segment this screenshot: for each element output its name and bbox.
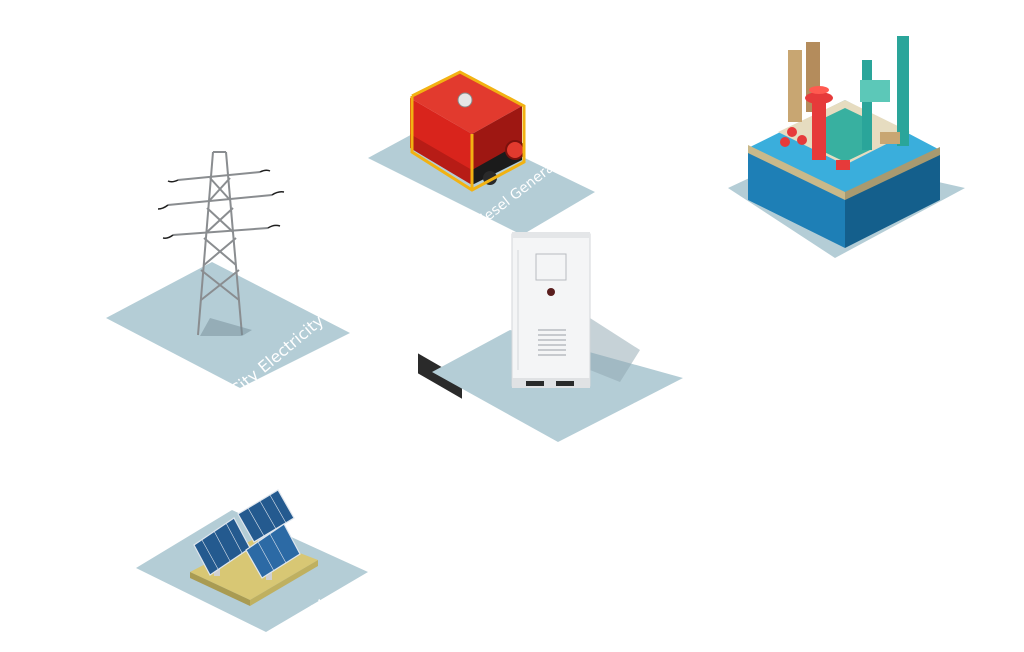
solar-panel-icon <box>190 489 318 606</box>
ego-cabinet-icon <box>511 232 591 388</box>
city-electricity-node: City Electricity <box>106 151 350 400</box>
ego-node: EGO <box>432 232 683 442</box>
city-ground-pad <box>106 262 350 388</box>
offshore-platform-icon <box>748 36 940 248</box>
power-tower-icon <box>167 151 273 336</box>
generator-icon <box>410 70 526 399</box>
load-node: Load <box>728 36 965 258</box>
pv-node: PV <box>136 489 368 632</box>
power-line-wires <box>157 169 285 239</box>
